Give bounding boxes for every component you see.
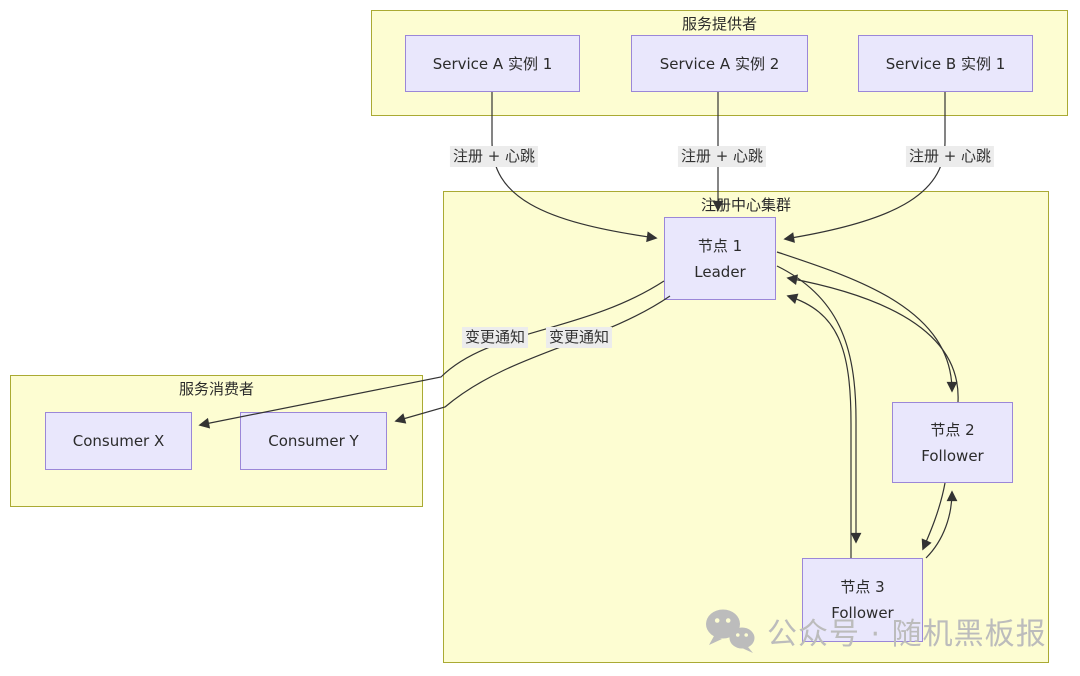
node-service-a-instance-1: Service A 实例 1 (405, 35, 580, 92)
wechat-icon (706, 609, 755, 653)
node-label-line1: 节点 1 (697, 236, 743, 255)
watermark: 公众号 · 随机黑板报 (703, 608, 1047, 654)
node-consumer-x: Consumer X (45, 412, 192, 470)
node-label-line2: Follower (831, 604, 894, 622)
service-providers-title: 服务提供者 (681, 15, 757, 33)
node-2-follower: 节点 2 Follower (892, 402, 1013, 483)
watermark-text: 公众号 · 随机黑板报 (767, 617, 1047, 652)
node-service-a-instance-2: Service A 实例 2 (631, 35, 808, 92)
node-3-follower: 节点 3 Follower (802, 558, 923, 642)
node-label: Service A 实例 2 (659, 54, 780, 73)
node-label-line2: Leader (694, 262, 746, 281)
edge-label-change-notify-2: 变更通知 (545, 327, 613, 348)
node-label-line2: Follower (921, 446, 984, 465)
service-consumers-title: 服务消费者 (178, 380, 254, 398)
edge-label-register-heartbeat-3: 注册 + 心跳 (905, 146, 995, 167)
node-label-line1: 节点 3 (840, 578, 885, 596)
node-label: Service B 实例 1 (885, 54, 1006, 73)
node-label: Consumer Y (268, 432, 359, 450)
node-label: Consumer X (72, 432, 165, 450)
edge-label-change-notify-1: 变更通知 (461, 327, 529, 348)
edge-label-register-heartbeat-2: 注册 + 心跳 (677, 146, 767, 167)
registry-cluster-title: 注册中心集群 (700, 196, 791, 214)
edge-label-register-heartbeat-1: 注册 + 心跳 (449, 146, 539, 167)
node-label: Service A 实例 1 (432, 54, 553, 73)
node-1-leader: 节点 1 Leader (664, 217, 776, 300)
node-label-line1: 节点 2 (930, 420, 975, 439)
node-service-b-instance-1: Service B 实例 1 (858, 35, 1033, 92)
node-consumer-y: Consumer Y (240, 412, 387, 470)
